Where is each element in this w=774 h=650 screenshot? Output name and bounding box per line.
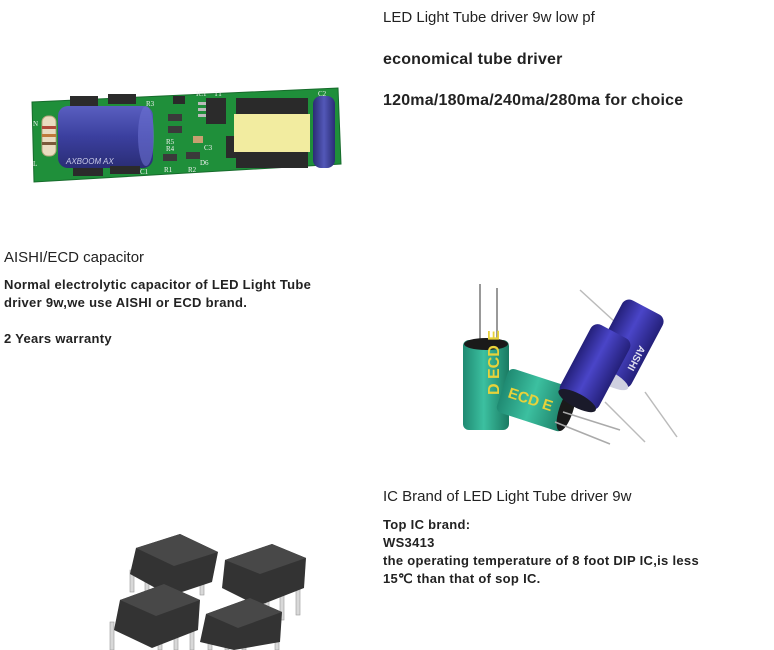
ic-description: Top IC brand: WS3413 the operating tempe… bbox=[383, 516, 773, 588]
ic-chips-image bbox=[100, 530, 310, 650]
svg-text:R2: R2 bbox=[188, 166, 197, 174]
svg-text:D ECD E: D ECD E bbox=[486, 330, 503, 395]
svg-text:R5: R5 bbox=[166, 138, 175, 146]
svg-text:R1: R1 bbox=[164, 166, 173, 174]
warranty-text: 2 Years warranty bbox=[4, 331, 112, 346]
ic-title: IC Brand of LED Light Tube driver 9w bbox=[383, 488, 632, 505]
svg-text:R3: R3 bbox=[146, 100, 155, 108]
svg-text:L: L bbox=[33, 160, 37, 168]
svg-text:C3: C3 bbox=[204, 144, 213, 152]
dip8-ic-chips-icon bbox=[109, 534, 306, 650]
svg-text:N: N bbox=[33, 120, 38, 128]
ic-temperature-note-line2: 15℃ than that of sop IC. bbox=[383, 571, 541, 586]
ic-brand-label: Top IC brand: bbox=[383, 517, 471, 532]
svg-text:T1: T1 bbox=[214, 90, 222, 98]
svg-text:C2: C2 bbox=[318, 90, 327, 98]
capacitors-image: D ECD E ECD E AISHI bbox=[445, 282, 690, 447]
driver-subtitle: economical tube driver bbox=[383, 51, 563, 68]
capacitor-description: Normal electrolytic capacitor of LED Lig… bbox=[4, 276, 364, 312]
electrolytic-capacitors-icon: D ECD E ECD E AISHI bbox=[463, 284, 678, 445]
ic-temperature-note-line1: the operating temperature of 8 foot DIP … bbox=[383, 553, 699, 568]
svg-text:C1: C1 bbox=[140, 168, 149, 176]
driver-title: LED Light Tube driver 9w low pf bbox=[383, 9, 595, 26]
driver-current-options: 120ma/180ma/240ma/280ma for choice bbox=[383, 92, 684, 109]
capacitor-description-line2: driver 9w,we use AISHI or ECD brand. bbox=[4, 295, 248, 310]
capacitor-description-line1: Normal electrolytic capacitor of LED Lig… bbox=[4, 277, 312, 292]
svg-text:R4: R4 bbox=[166, 145, 175, 153]
svg-text:D6: D6 bbox=[200, 159, 209, 167]
ic-model: WS3413 bbox=[383, 535, 435, 550]
svg-text:IC1: IC1 bbox=[196, 90, 207, 98]
capacitor-title: AISHI/ECD capacitor bbox=[4, 249, 145, 266]
svg-text:AXBOOM AX: AXBOOM AX bbox=[65, 157, 114, 166]
